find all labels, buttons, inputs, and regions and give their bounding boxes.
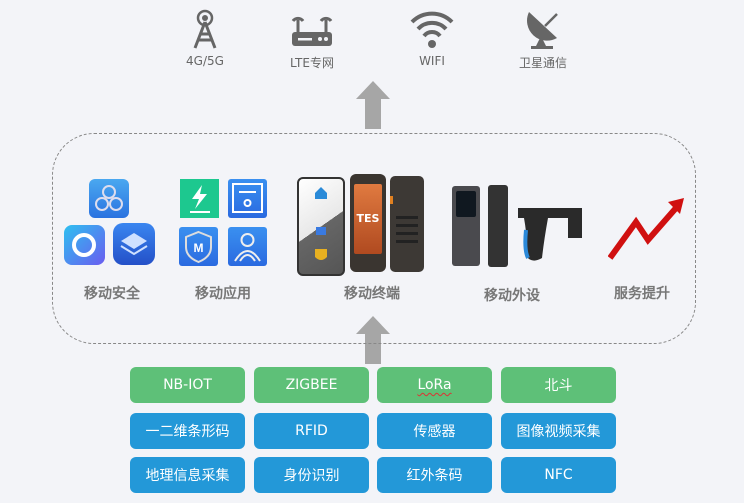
shield-app-icon: M	[179, 227, 218, 266]
up-arrow-icon	[356, 81, 390, 129]
smartphone-image	[297, 177, 345, 276]
mobile-platform-frame	[52, 133, 696, 344]
router-icon	[291, 16, 333, 46]
tech-lora: LoRa	[377, 367, 492, 403]
tech-infrared-barcode: 红外条码	[377, 457, 492, 493]
tech-lora-label: LoRa	[417, 377, 452, 393]
category-apps-label: 移动应用	[195, 286, 251, 302]
tech-barcode: 一二维条形码	[130, 413, 245, 449]
card-reader-image	[452, 186, 480, 266]
growth-trend-arrow-icon	[608, 198, 684, 260]
security-app-icon	[89, 179, 129, 218]
network-label: WIFI	[419, 54, 445, 68]
network-lte: LTE专网	[262, 8, 362, 71]
tech-rfid: RFID	[254, 413, 369, 449]
tech-zigbee: ZIGBEE	[254, 367, 369, 403]
terminal-brand-text: TES	[354, 184, 382, 254]
tech-nfc: NFC	[501, 457, 616, 493]
network-label: 4G/5G	[186, 54, 224, 68]
svg-text:M: M	[194, 241, 204, 255]
tech-nb-iot: NB-IOT	[130, 367, 245, 403]
cell-tower-icon	[193, 9, 217, 49]
document-app-icon	[228, 179, 267, 218]
tech-image-video: 图像视频采集	[501, 413, 616, 449]
tech-sensor: 传感器	[377, 413, 492, 449]
wifi-icon	[410, 11, 454, 48]
category-peripherals-label: 移动外设	[484, 288, 540, 304]
network-4g5g: 4G/5G	[155, 8, 255, 68]
network-label: 卫星通信	[518, 56, 567, 70]
up-arrow-icon	[356, 316, 390, 364]
tech-identity: 身份识别	[254, 457, 369, 493]
network-label: LTE专网	[290, 56, 334, 70]
network-wifi: WIFI	[382, 8, 482, 68]
sync-app-icon	[64, 225, 105, 265]
rugged-handheld-back-image	[390, 176, 424, 272]
category-service-label: 服务提升	[614, 286, 670, 302]
rugged-handheld-image: TES	[350, 174, 386, 272]
category-terminals-label: 移动终端	[344, 286, 400, 302]
fingerprint-app-icon	[228, 227, 267, 266]
pistol-grip-image	[518, 208, 582, 261]
scanner-sled-image	[488, 185, 508, 267]
flash-app-icon	[180, 179, 219, 218]
layers-app-icon	[113, 223, 155, 265]
tech-beidou: 北斗	[501, 367, 616, 403]
category-security-label: 移动安全	[84, 286, 140, 302]
satellite-dish-icon	[527, 12, 558, 49]
tech-geo-info: 地理信息采集	[130, 457, 245, 493]
network-satellite: 卫星通信	[493, 8, 593, 71]
